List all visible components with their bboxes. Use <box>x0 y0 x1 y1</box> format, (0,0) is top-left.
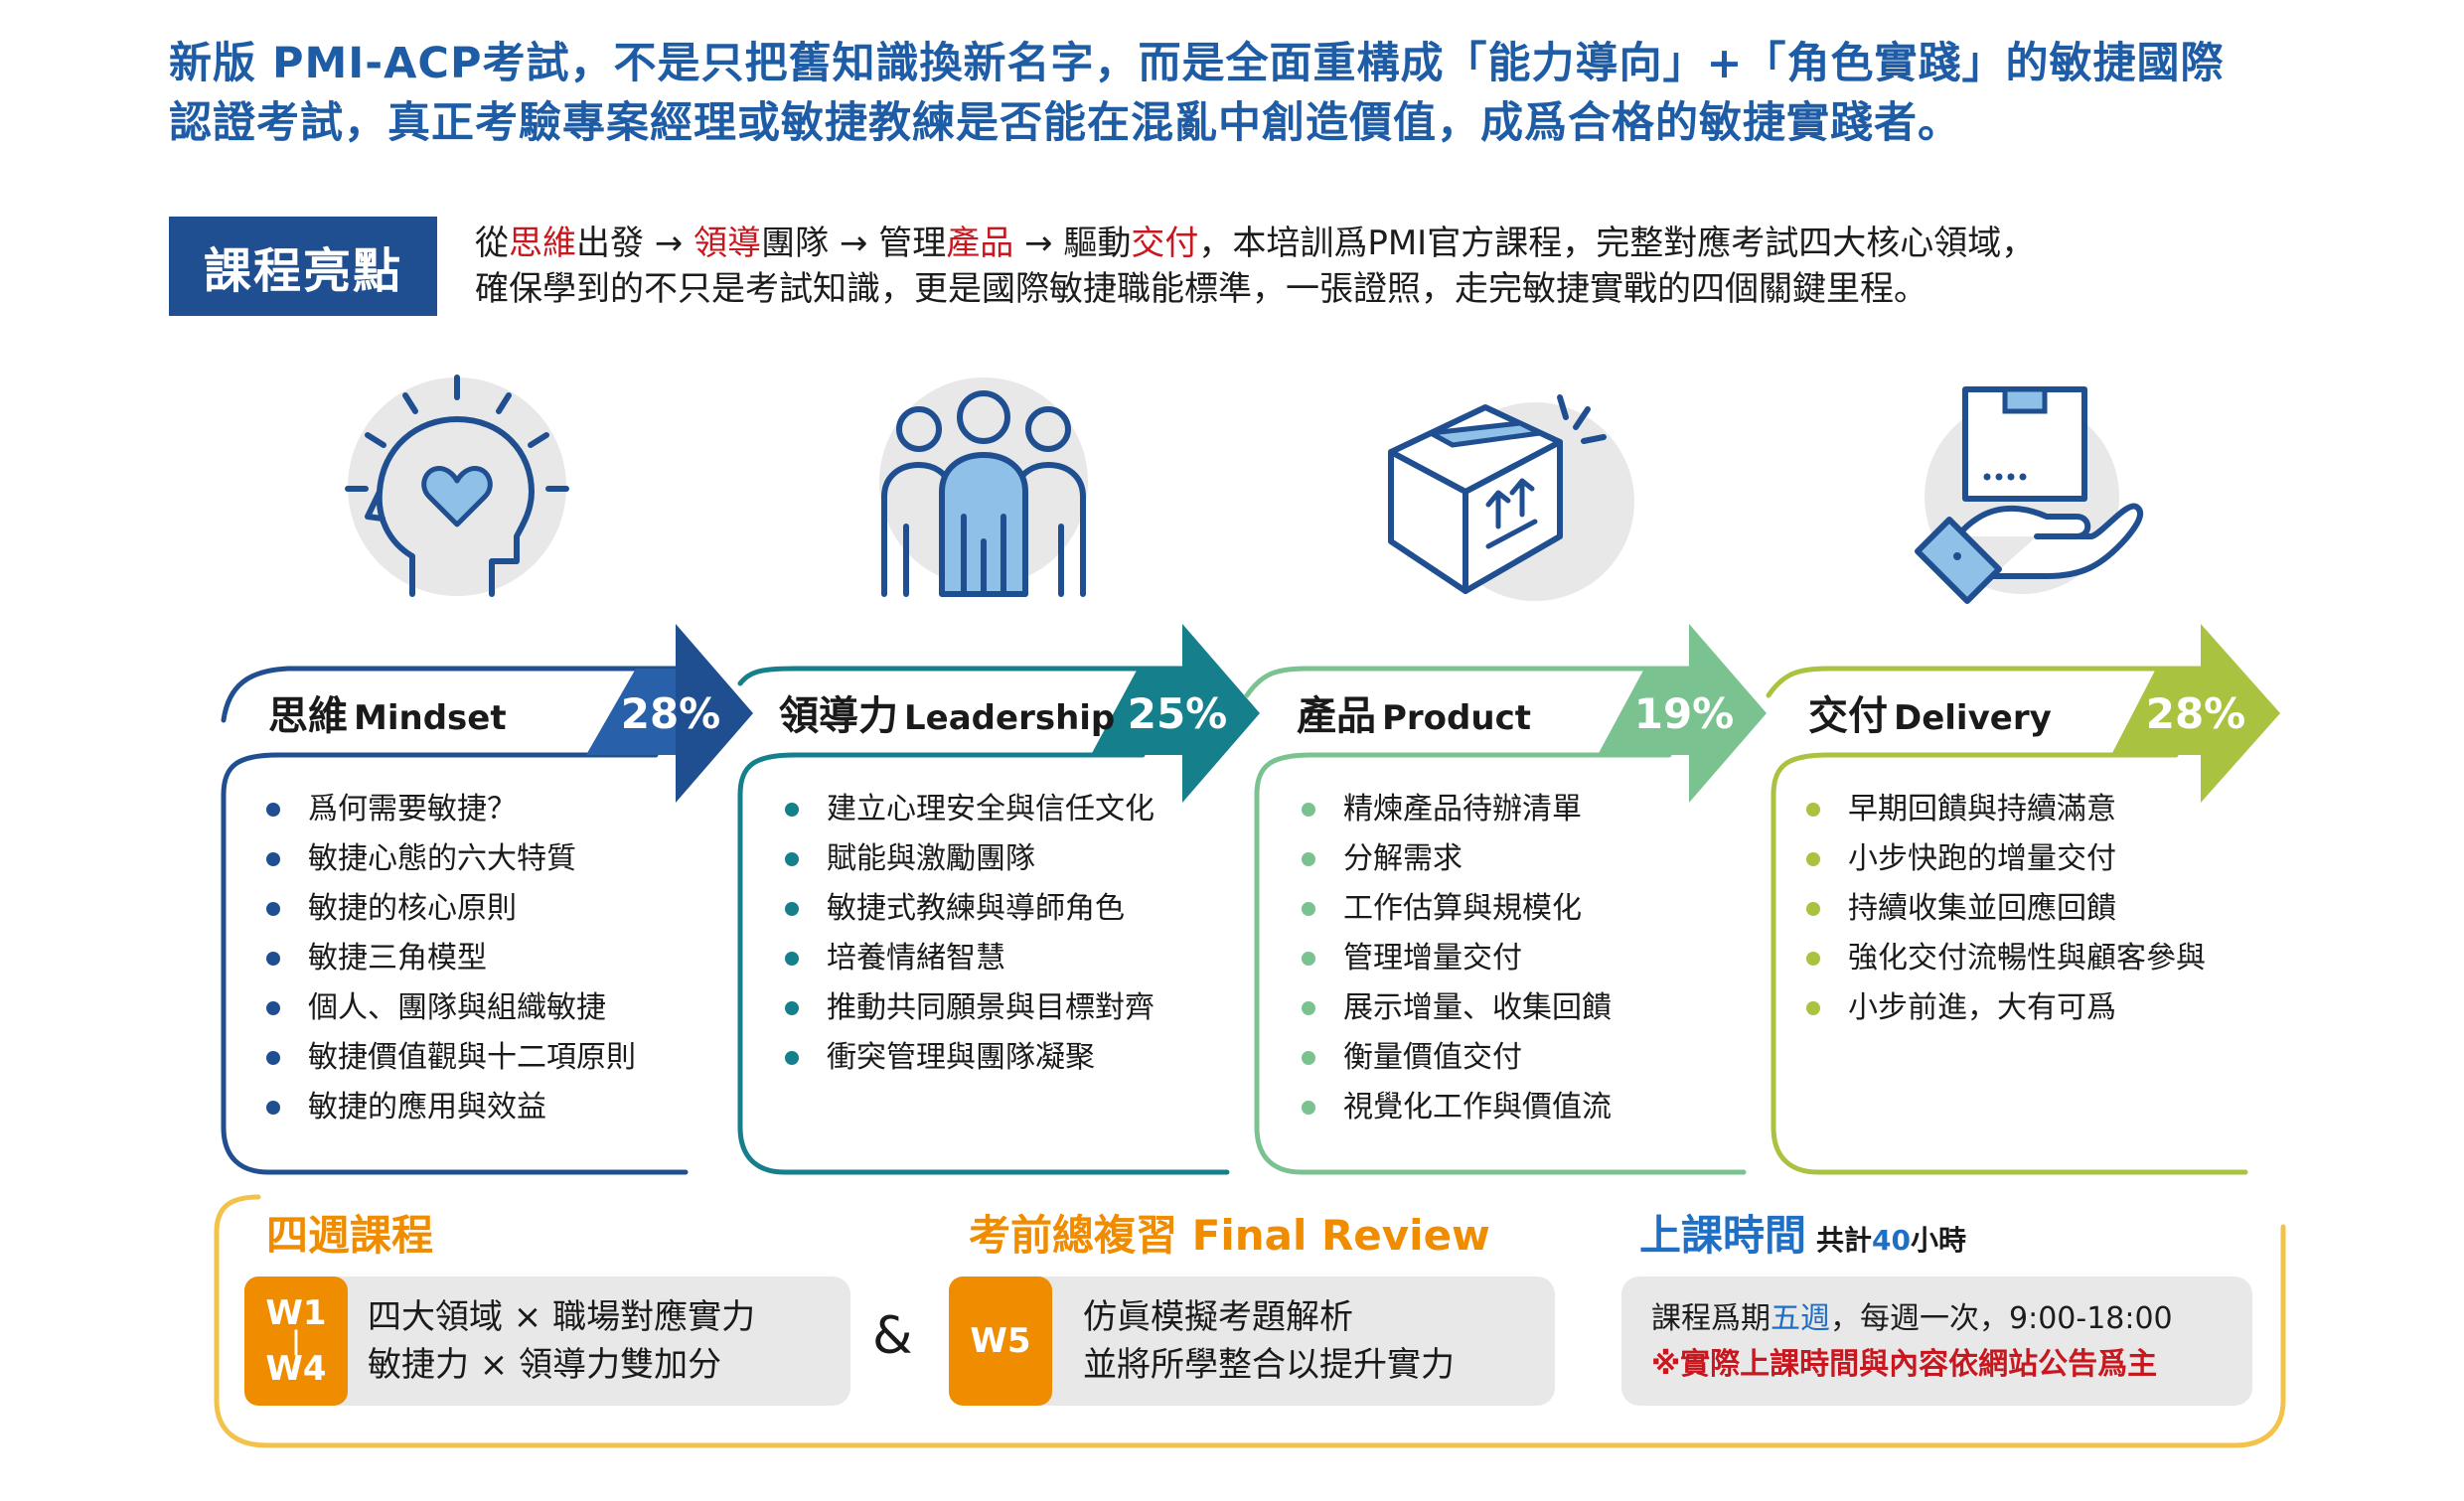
four-weeks-text: 四大領域 × 職場對應實力 敏捷力 × 領導力雙加分 <box>368 1293 755 1389</box>
list-item: 個人、團隊與組織敏捷 <box>266 983 636 1033</box>
list-item: 建立心理安全與信任文化 <box>785 785 1155 834</box>
four-weeks-title: 四週課程 <box>266 1211 434 1260</box>
domain-en: Mindset <box>354 698 507 738</box>
hl-text-red-delivery: 交付 <box>1131 224 1199 263</box>
highlights-line-1: 從思維出發 → 領導團隊 → 管理產品 → 驅動交付，本培訓爲PMI官方課程，完… <box>475 221 2363 266</box>
list-item: 早期回饋與持續滿意 <box>1806 785 2206 834</box>
list-item: 敏捷的核心原則 <box>266 884 636 934</box>
topic-list-leadership: 建立心理安全與信任文化 賦能與激勵團隊 敏捷式教練與導師角色 培養情緒智慧 推動… <box>785 785 1155 1083</box>
domain-en: Leadership <box>904 698 1116 738</box>
mindset-head-heart-icon <box>318 368 576 606</box>
detail-suffix: ，每週一次，9:00-18:00 <box>1830 1301 2173 1336</box>
final-review-line-1: 仿眞模擬考題解析 <box>1083 1297 1353 1337</box>
domain-en: Product <box>1382 698 1531 738</box>
list-item: 推動共同願景與目標對齊 <box>785 983 1155 1033</box>
hl-text-part: 從 <box>475 224 509 263</box>
list-item: 培養情緒智慧 <box>785 934 1155 983</box>
class-time-total-hours: 40 <box>1872 1224 1911 1257</box>
class-time-total-suffix: 小時 <box>1911 1224 1967 1257</box>
list-item: 敏捷的應用與效益 <box>266 1083 636 1132</box>
ampersand: & <box>872 1306 913 1366</box>
hl-text-part: ，本培訓爲PMI官方課程，完整對應考試四大核心領域， <box>1198 224 2036 263</box>
list-item: 精煉產品待辦清單 <box>1302 785 1612 834</box>
list-item: 敏捷三角模型 <box>266 934 636 983</box>
list-item: 敏捷式教練與導師角色 <box>785 884 1155 934</box>
list-item: 小步快跑的增量交付 <box>1806 834 2206 884</box>
hl-text-part: → 驅動 <box>1013 224 1132 263</box>
hl-text-red-leadership: 領導 <box>693 224 762 263</box>
four-weeks-line-2: 敏捷力 × 領導力雙加分 <box>368 1345 722 1385</box>
badge-w4: W4 <box>265 1349 327 1389</box>
domain-percent-delivery: 28% <box>2145 688 2246 738</box>
intro-paragraph: 新版 PMI-ACP考試，不是只把舊知識換新名字，而是全面重構成「能力導向」+「… <box>169 34 2355 153</box>
hl-text-part: 團隊 → 管理 <box>761 224 947 263</box>
topic-list-mindset: 爲何需要敏捷？ 敏捷心態的六大特質 敏捷的核心原則 敏捷三角模型 個人、團隊與組… <box>266 785 636 1132</box>
list-item: 工作估算與規模化 <box>1302 884 1612 934</box>
domain-percent-mindset: 28% <box>620 688 721 738</box>
list-item: 強化交付流暢性與顧客參與 <box>1806 934 2206 983</box>
list-item: 小步前進，大有可爲 <box>1806 983 2206 1033</box>
four-weeks-badge: W1 | W4 <box>244 1276 348 1406</box>
list-item: 賦能與激勵團隊 <box>785 834 1155 884</box>
list-item: 衝突管理與團隊凝聚 <box>785 1033 1155 1083</box>
class-time-box <box>1621 1276 2252 1406</box>
list-item: 敏捷價值觀與十二項原則 <box>266 1033 636 1083</box>
domain-zh: 領導力 <box>779 693 898 739</box>
domain-en: Delivery <box>1894 698 2052 738</box>
domain-zh: 交付 <box>1808 693 1888 739</box>
class-time-detail: 課程爲期五週，每週一次，9:00-18:00 <box>1651 1296 2173 1342</box>
list-item: 敏捷心態的六大特質 <box>266 834 636 884</box>
list-item: 持續收集並回應回饋 <box>1806 884 2206 934</box>
class-time-total-prefix: 共計 <box>1816 1224 1873 1257</box>
list-item: 爲何需要敏捷？ <box>266 785 636 834</box>
hl-text-red-mindset: 思維 <box>509 224 576 263</box>
final-review-line-2: 並將所學整合以提升實力 <box>1083 1345 1455 1385</box>
final-review-title: 考前總複習 Final Review <box>969 1211 1490 1260</box>
class-time-heading: 上課時間 <box>1639 1211 1807 1260</box>
domain-zh: 產品 <box>1297 693 1376 739</box>
topic-list-delivery: 早期回饋與持續滿意 小步快跑的增量交付 持續收集並回應回饋 強化交付流暢性與顧客… <box>1806 785 2206 1033</box>
detail-weeks: 五週 <box>1771 1301 1830 1336</box>
highlights-text: 從思維出發 → 領導團隊 → 管理產品 → 驅動交付，本培訓爲PMI官方課程，完… <box>475 221 2363 312</box>
list-item: 展示增量、收集回饋 <box>1302 983 1612 1033</box>
highlights-line-2: 確保學到的不只是考試知識，更是國際敏捷職能標準，一張證照，走完敏捷實戰的四個關鍵… <box>475 269 1927 309</box>
hl-text-part: 出發 → <box>576 224 694 263</box>
product-box-icon <box>1371 368 1634 606</box>
list-item: 衡量價值交付 <box>1302 1033 1612 1083</box>
intro-line-1: 新版 PMI-ACP考試，不是只把舊知識換新名字，而是全面重構成「能力導向」+「… <box>169 39 2225 88</box>
four-weeks-line-1: 四大領域 × 職場對應實力 <box>368 1297 756 1337</box>
class-time-note: ※實際上課時間與內容依網站公告爲主 <box>1651 1347 2158 1382</box>
domain-percent-leadership: 25% <box>1127 688 1228 738</box>
highlights-badge: 課程亮點 <box>169 217 437 316</box>
final-review-badge: W5 <box>949 1276 1052 1406</box>
domain-percent-product: 19% <box>1633 688 1735 738</box>
list-item: 管理增量交付 <box>1302 934 1612 983</box>
badge-w1: W1 <box>265 1293 327 1333</box>
final-review-text: 仿眞模擬考題解析 並將所學整合以提升實力 <box>1083 1293 1455 1389</box>
class-time-text: 課程爲期五週，每週一次，9:00-18:00 ※實際上課時間與內容依網站公告爲主 <box>1651 1296 2173 1388</box>
domain-zh: 思維 <box>268 693 348 739</box>
leadership-team-icon <box>854 368 1113 606</box>
badge-separator: | <box>291 1326 301 1356</box>
topic-list-product: 精煉產品待辦清單 分解需求 工作估算與規模化 管理增量交付 展示增量、收集回饋 … <box>1302 785 1612 1132</box>
delivery-hand-package-icon <box>1888 368 2146 606</box>
list-item: 分解需求 <box>1302 834 1612 884</box>
detail-prefix: 課程爲期 <box>1651 1301 1771 1336</box>
list-item: 視覺化工作與價值流 <box>1302 1083 1612 1132</box>
hl-text-red-product: 產品 <box>946 224 1014 263</box>
intro-line-2: 認證考試，真正考驗專案經理或敏捷教練是否能在混亂中創造價值，成爲合格的敏捷實踐者… <box>169 98 1961 148</box>
